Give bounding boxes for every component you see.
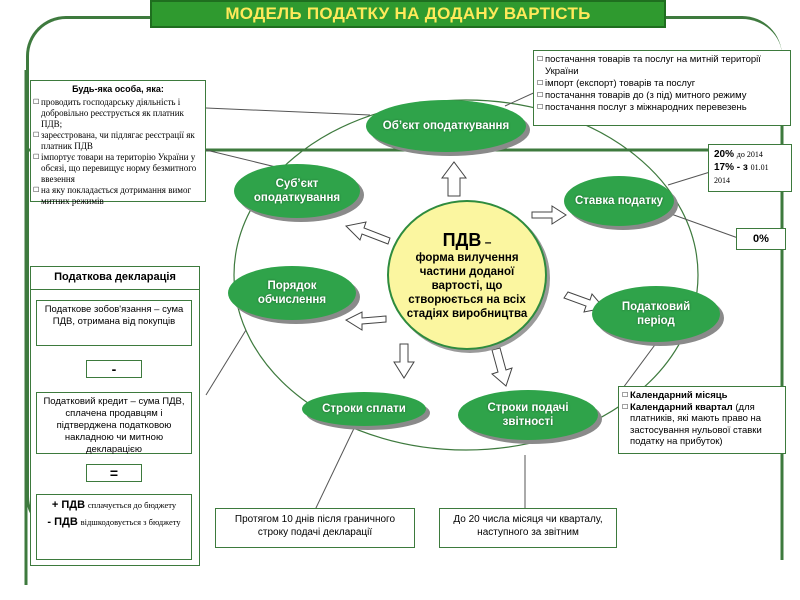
- report-deadline-box: До 20 числа місяця чи кварталу, наступно…: [439, 508, 617, 548]
- report-oval[interactable]: Строки подачі звітності: [458, 390, 598, 440]
- object-oval[interactable]: Об’єкт оподаткування: [366, 100, 526, 152]
- object-item: постачання товарів до (з під) митного ре…: [537, 90, 785, 102]
- arrow-up-icon: [441, 161, 467, 197]
- center-vat-circle: ПДВ – форма вилучення частини доданої ва…: [387, 200, 547, 350]
- subject-box-list: проводить господарську діяльність і добр…: [33, 97, 201, 207]
- arrow-left-icon: [344, 311, 387, 331]
- rate-value-20: 20%: [714, 149, 735, 160]
- subject-item: зареєстрована, чи підлягає реєстрації як…: [33, 130, 201, 152]
- center-title: ПДВ –: [442, 229, 492, 250]
- connector-calc-to-declaration: [205, 329, 247, 396]
- subject-item: на яку покладається дотримання вимог мит…: [33, 185, 201, 207]
- object-item: імпорт (експорт) товарів та послуг: [537, 78, 785, 90]
- subject-item: імпортує товари на територію України у о…: [33, 152, 201, 185]
- arrow-downright2-icon: [491, 347, 513, 387]
- zero-rate-box: 0%: [736, 228, 786, 250]
- rate-line-2: 17% - з 01.01 2014: [714, 161, 786, 187]
- arrow-upleft-icon: [344, 221, 391, 245]
- pay-oval[interactable]: Строки сплати: [302, 392, 426, 426]
- pay-deadline-box: Протягом 10 днів після граничного строку…: [215, 508, 415, 548]
- object-item: постачання товарів та послуг на митній т…: [537, 54, 785, 78]
- rate-line-1: 20% до 2014: [714, 148, 786, 161]
- subject-oval[interactable]: Суб’єкт оподаткування: [234, 164, 360, 218]
- center-definition: форма вилучення частини доданої вартості…: [406, 251, 528, 320]
- connector-period-to-periodbox: [619, 337, 661, 393]
- object-box: постачання товарів та послуг на митній т…: [533, 50, 791, 126]
- subject-box: Будь-яка особа, яка: проводить господарс…: [30, 80, 206, 206]
- arrow-right-icon: [531, 205, 567, 225]
- result-plus: + ПДВ сплачується до бюджету: [51, 499, 177, 511]
- subject-item: проводить господарську діяльність і добр…: [33, 97, 201, 130]
- period-item: Календарний квартал (для платників, які …: [622, 402, 780, 448]
- object-item: постачання послуг з міжнародних перевезе…: [537, 102, 785, 114]
- period-item: Календарний місяць: [622, 390, 780, 402]
- connector-rate-to-zero: [659, 209, 739, 239]
- result-minus: - ПДВ відшкодовується з бюджету: [47, 516, 181, 528]
- pay-deadline-text: Протягом 10 днів після граничного строку…: [234, 514, 396, 538]
- rate-oval[interactable]: Ставка податку: [564, 176, 674, 226]
- rate-note-1: до 2014: [736, 150, 763, 159]
- arrow-down-icon: [393, 343, 415, 379]
- rate-note-2: - з: [736, 162, 748, 173]
- connector-object-to-subjectbox: [205, 107, 371, 116]
- credit-box: Податковий кредит – сума ПДВ, сплачена п…: [36, 392, 192, 455]
- calc-oval[interactable]: Порядок обчислення: [228, 266, 356, 320]
- declaration-heading: Податкова декларація: [30, 266, 200, 290]
- connector-rate-to-ratebox: [667, 171, 711, 186]
- liability-box: Податкове зобов'язання – сума ПДВ, отрим…: [36, 300, 192, 346]
- connector-subject-to-subjectbox: [205, 149, 281, 169]
- page-title: МОДЕЛЬ ПОДАТКУ НА ДОДАНУ ВАРТІСТЬ: [150, 0, 666, 28]
- period-oval[interactable]: Податковий період: [592, 286, 720, 342]
- period-list: Календарний місяць Календарний квартал (…: [622, 390, 780, 448]
- minus-sign-box: -: [86, 360, 142, 378]
- result-box: + ПДВ сплачується до бюджету - ПДВ відшк…: [36, 494, 192, 560]
- subject-box-heading: Будь-яка особа, яка:: [72, 84, 164, 94]
- rate-date: 01.01 2014: [714, 163, 769, 185]
- connector-pay-to-paybox: [314, 419, 359, 511]
- rate-box: 20% до 2014 17% - з 01.01 2014: [708, 144, 792, 192]
- period-box: Календарний місяць Календарний квартал (…: [618, 386, 786, 454]
- equals-sign-box: =: [86, 464, 142, 482]
- report-deadline-text: До 20 числа місяця чи кварталу, наступно…: [453, 514, 603, 538]
- rate-value-17: 17%: [714, 162, 735, 173]
- object-box-list: постачання товарів та послуг на митній т…: [537, 54, 785, 114]
- zero-rate-value: 0%: [753, 233, 769, 245]
